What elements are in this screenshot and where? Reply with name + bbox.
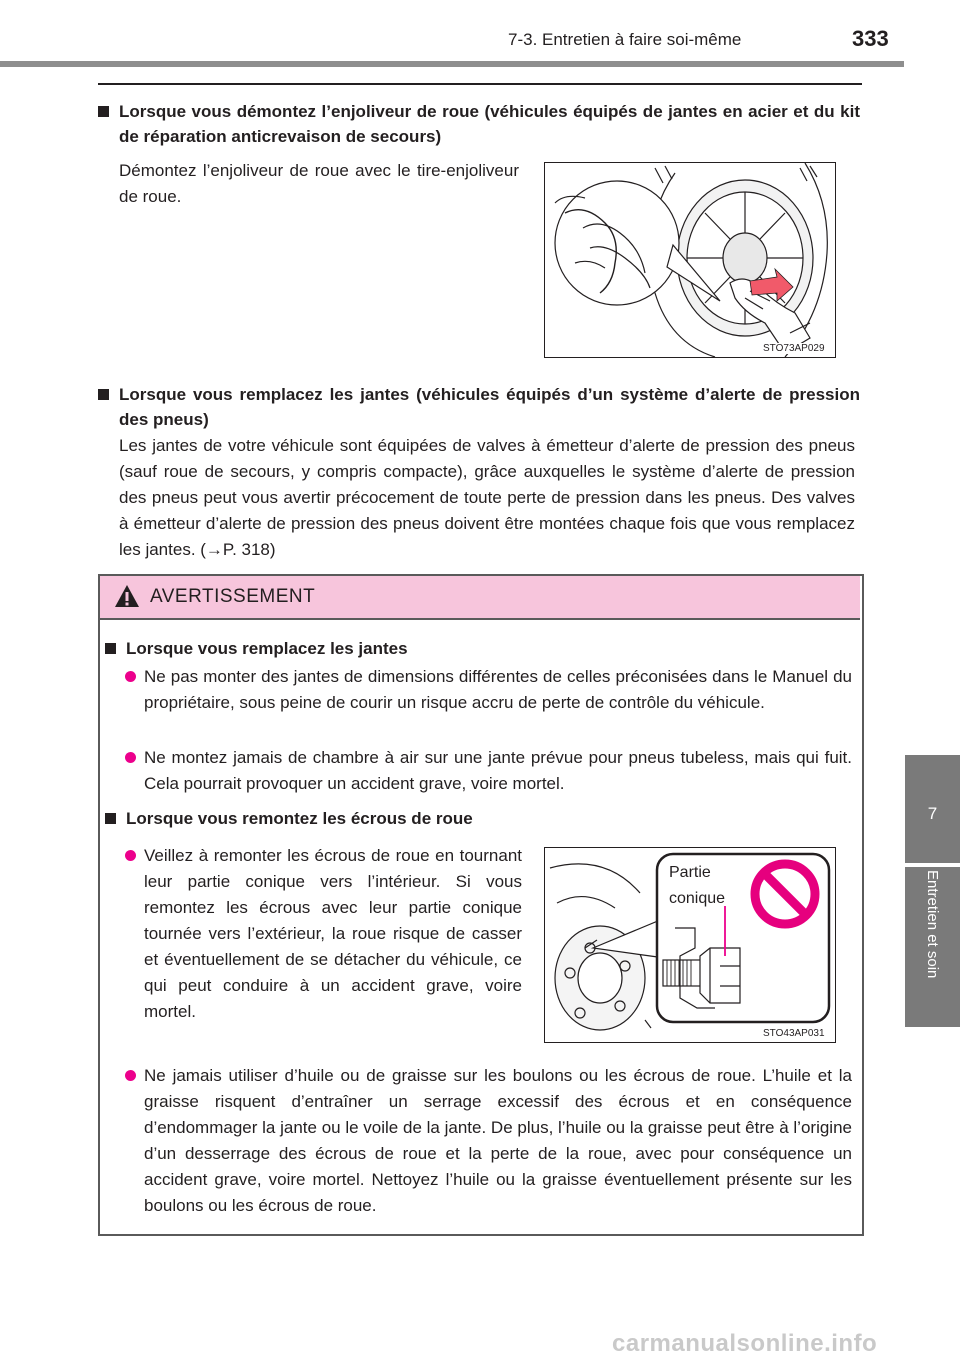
warning-box [98,574,864,1236]
callout-line-1: Partie [669,864,711,881]
section2-heading-block: Lorsque vous remplacez les jantes (véhic… [98,382,860,432]
section1-text: Démontez l’enjoliveur de roue avec le ti… [119,161,519,206]
pink-bullet-icon [125,752,136,763]
warning-sub2-bullet-2-text: Ne jamais utiliser d’huile ou de graisse… [144,1066,852,1215]
section1-heading-block: Lorsque vous démontez l’enjoliveur de ro… [98,99,860,149]
warning-title: AVERTISSEMENT [150,586,316,607]
hubcap-removal-illustration [554,162,828,358]
header-section-title: 7-3. Entretien à faire soi-même [508,30,742,49]
section2-heading: Lorsque vous remplacez les jantes (véhic… [119,385,860,429]
pink-bullet-icon [125,671,136,682]
warning-sub2-heading-block: Lorsque vous remontez les écrous de roue [105,806,846,831]
figure-code-2: STO43AP031 [761,1028,827,1039]
chapter-tab [905,755,960,863]
chapter-number: 7 [927,804,938,823]
wheel-nut-illustration [549,852,831,1031]
chapter-strip [905,867,960,1027]
header-rule [0,61,904,67]
section-rule [98,83,862,85]
warning-sub1-bullet-1-text: Ne pas monter des jantes de dimensions d… [144,667,852,712]
hubcap-removal-figure: STO73AP029 [544,162,836,358]
chapter-title: Entretien et soin [924,870,941,979]
callout-line-2: conique [669,890,726,907]
pink-bullet-icon [125,1070,136,1081]
square-bullet-icon [105,643,116,654]
watermark: carmanualsonline.info [612,1330,878,1357]
pink-bullet-icon [125,850,136,861]
section2-text: Les jantes de votre véhicule sont équipé… [119,436,855,559]
warning-triangle-icon [115,585,139,607]
warning-sub2-heading: Lorsque vous remontez les écrous de roue [126,809,473,828]
warning-sub1-bullet-1: Ne pas monter des jantes de dimensions d… [125,664,852,716]
warning-sub1-bullet-2: Ne montez jamais de chambre à air sur un… [125,745,852,797]
square-bullet-icon [98,389,109,400]
warning-sub2-bullet-1-text: Veillez à remonter les écrous de roue en… [144,846,522,1021]
square-bullet-icon [105,813,116,824]
figure-code-1: STO73AP029 [761,343,827,354]
square-bullet-icon [98,106,109,117]
warning-header [100,576,860,620]
warning-sub2-bullet-2: Ne jamais utiliser d’huile ou de graisse… [125,1063,852,1219]
wheel-nut-figure: Partie conique STO43AP031 [544,847,836,1043]
warning-sub1-heading-block: Lorsque vous remplacez les jantes [105,636,846,661]
page-number: 333 [852,26,889,51]
section1-heading: Lorsque vous démontez l’enjoliveur de ro… [119,102,860,146]
warning-sub1-heading: Lorsque vous remplacez les jantes [126,639,408,658]
warning-sub1-bullet-2-text: Ne montez jamais de chambre à air sur un… [144,748,852,793]
callout-label: Partie conique [669,860,725,912]
warning-sub2-bullet-1: Veillez à remonter les écrous de roue en… [125,843,522,1025]
